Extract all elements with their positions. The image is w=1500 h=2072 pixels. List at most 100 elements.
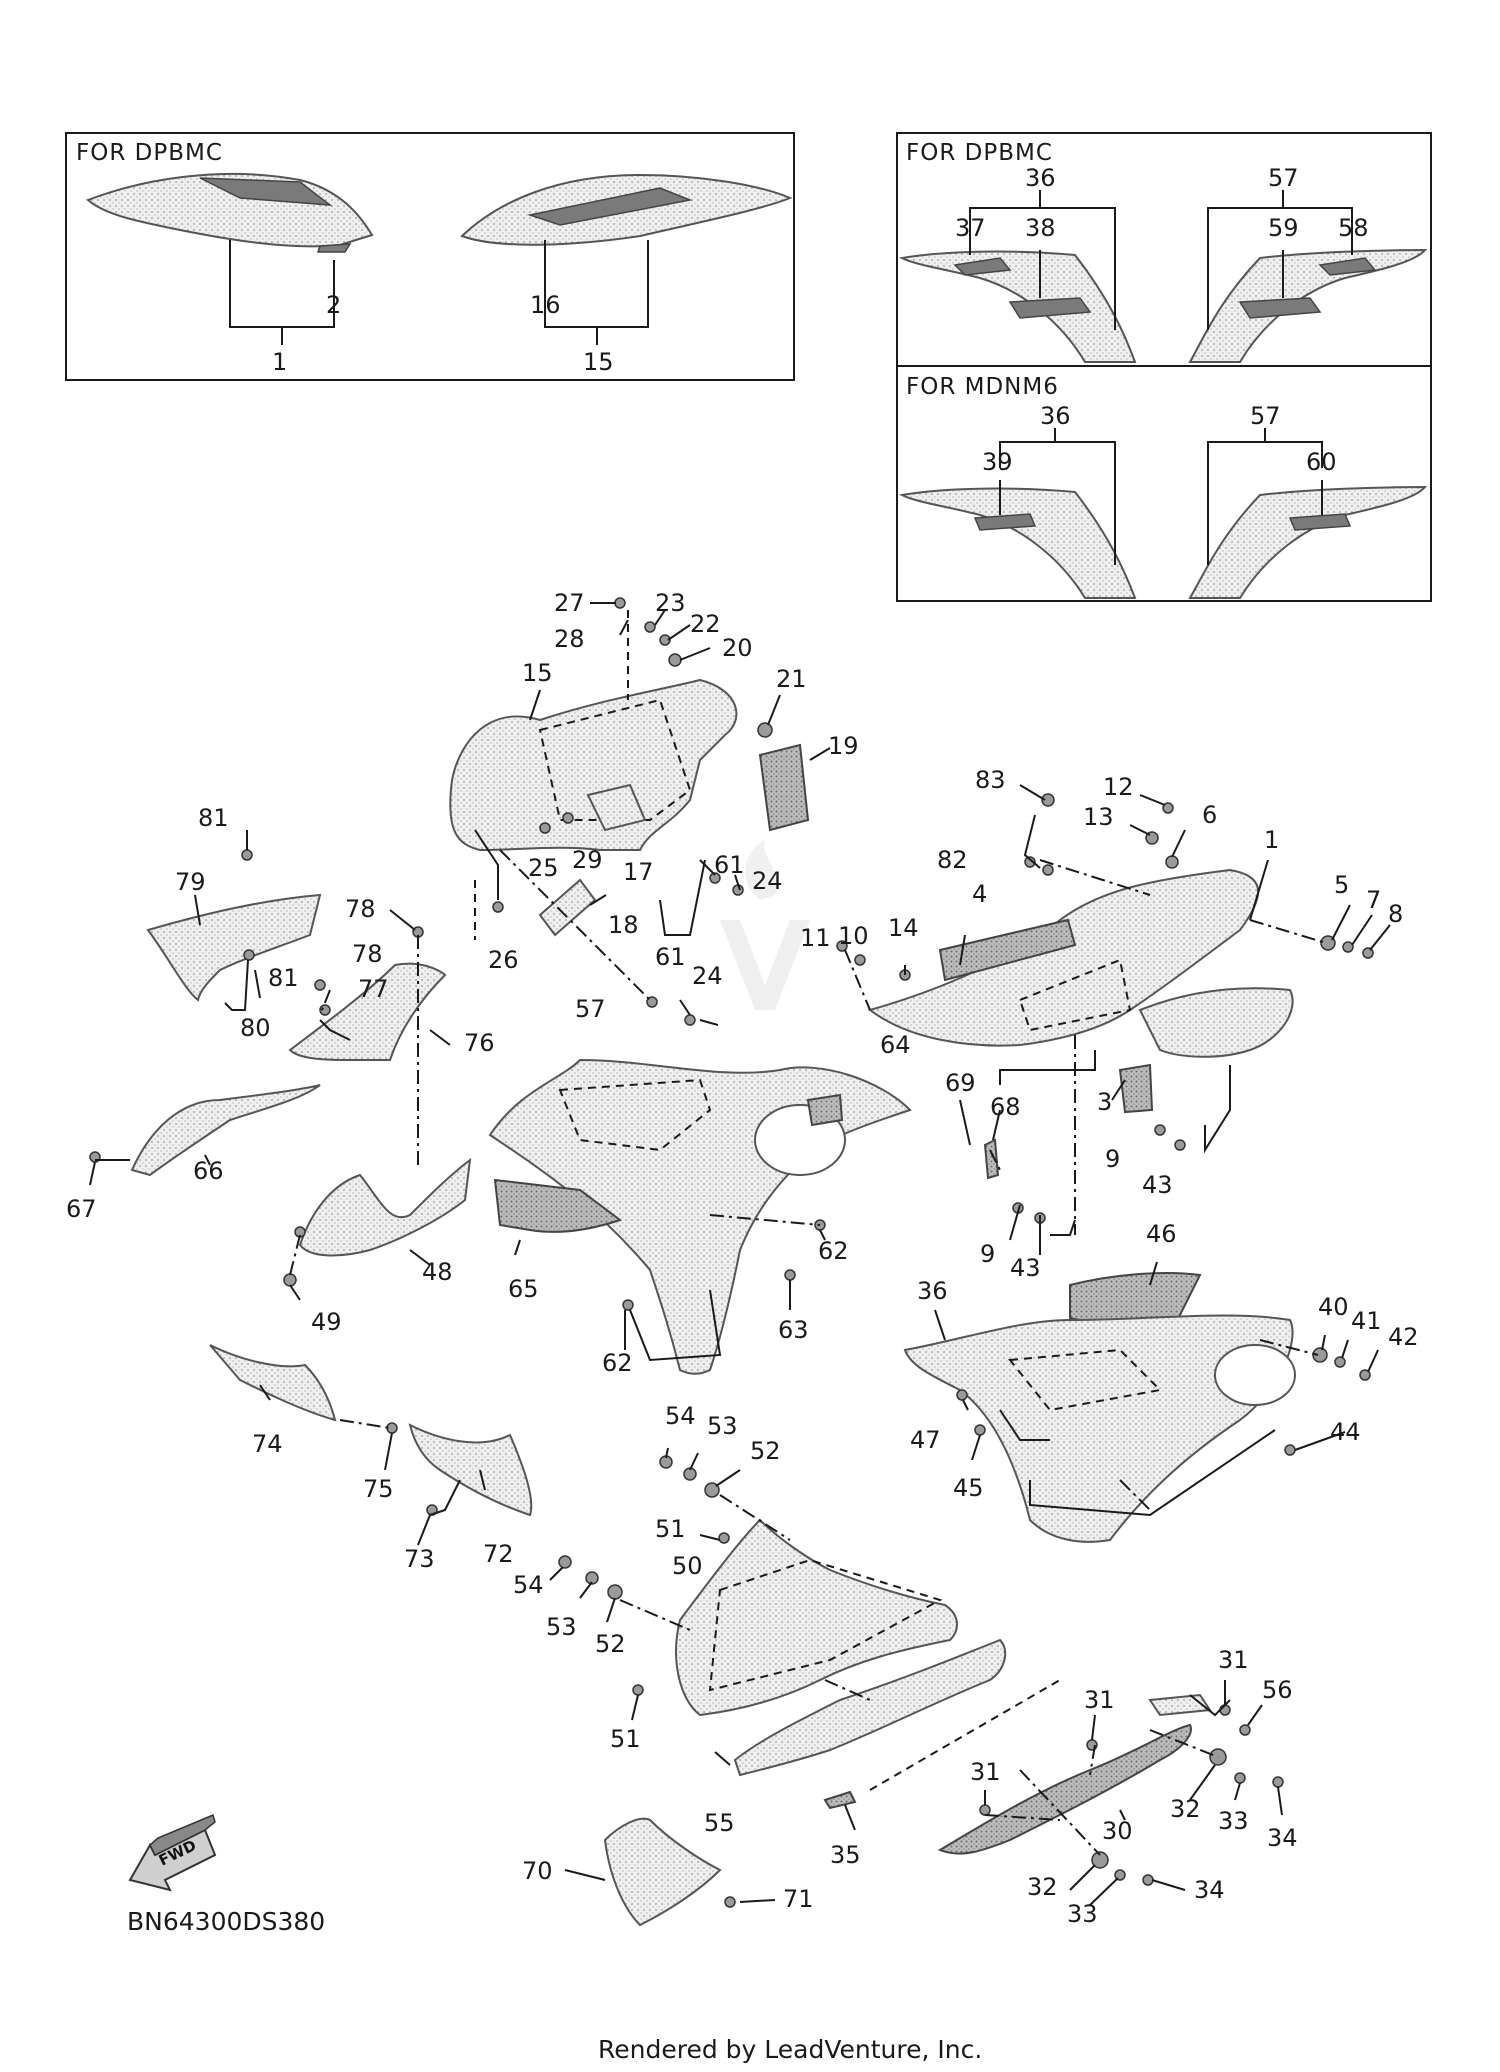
callout-label: 60 bbox=[1306, 448, 1337, 476]
inset-right-bottom-header: FOR MDNM6 bbox=[906, 374, 1059, 400]
part-79-duct bbox=[146, 893, 322, 1002]
fwd-arrow-icon: FWD bbox=[128, 1813, 217, 1892]
inset-right-top-header: FOR DPBMC bbox=[906, 140, 1053, 166]
callout-label: 26 bbox=[488, 946, 519, 974]
callout-label: 41 bbox=[1351, 1307, 1382, 1335]
callout-label: 21 bbox=[776, 665, 807, 693]
inset-right-bottom-left-panel-36 bbox=[898, 487, 1137, 599]
callout-label: 49 bbox=[311, 1308, 342, 1336]
callout-label: 24 bbox=[692, 962, 723, 990]
callout-label: 74 bbox=[252, 1430, 283, 1458]
callout-label: 33 bbox=[1067, 1900, 1098, 1928]
callout-label: 53 bbox=[707, 1412, 738, 1440]
inset-left-graphic-tab bbox=[316, 243, 352, 253]
callout-labels: 27 23 22 28 20 21 15 19 81 83 12 13 6 1 … bbox=[66, 589, 1419, 1928]
callout-label: 62 bbox=[818, 1237, 849, 1265]
callout-label: 58 bbox=[1338, 214, 1369, 242]
callout-label: 8 bbox=[1388, 900, 1403, 928]
callout-label: 80 bbox=[240, 1014, 271, 1042]
callout-label: 40 bbox=[1318, 1293, 1349, 1321]
callout-label: 23 bbox=[655, 589, 686, 617]
callout-label: 42 bbox=[1388, 1323, 1419, 1351]
callout-label: 11 bbox=[800, 924, 831, 952]
callout-label: 48 bbox=[422, 1258, 453, 1286]
callout-label: 22 bbox=[690, 610, 721, 638]
callout-label: 57 bbox=[1250, 402, 1281, 430]
callout-label: 82 bbox=[937, 846, 968, 874]
callout-label: 1 bbox=[272, 348, 287, 376]
part-70-chin-spoiler bbox=[603, 1817, 722, 1927]
credit-line: Rendered by LeadVenture, Inc. bbox=[598, 2035, 982, 2064]
callout-label: 63 bbox=[778, 1316, 809, 1344]
callout-label: 17 bbox=[623, 858, 654, 886]
callout-label: 24 bbox=[752, 867, 783, 895]
callout-label: 31 bbox=[1218, 1646, 1249, 1674]
callout-label: 12 bbox=[1103, 773, 1134, 801]
callout-label: 72 bbox=[483, 1540, 514, 1568]
callout-label: 9 bbox=[980, 1240, 995, 1268]
callout-label: 5 bbox=[1334, 871, 1349, 899]
callout-label: 36 bbox=[1025, 164, 1056, 192]
part-64-pad bbox=[806, 1093, 844, 1127]
callout-label: 6 bbox=[1202, 801, 1217, 829]
inset-left-graphic-16 bbox=[527, 187, 693, 226]
callout-label: 4 bbox=[972, 880, 987, 908]
callout-label: 30 bbox=[1102, 1817, 1133, 1845]
callout-label: 57 bbox=[575, 995, 606, 1023]
callout-label: 77 bbox=[358, 975, 389, 1003]
callout-label: 52 bbox=[595, 1630, 626, 1658]
callout-label: 50 bbox=[672, 1552, 703, 1580]
part-4-trim-strip bbox=[938, 918, 1077, 982]
callout-label: 56 bbox=[1262, 1676, 1293, 1704]
callout-label: 9 bbox=[1105, 1145, 1120, 1173]
callout-label: 38 bbox=[1025, 214, 1056, 242]
callout-label: 68 bbox=[990, 1093, 1021, 1121]
callout-label: 31 bbox=[970, 1758, 1001, 1786]
callout-label: 43 bbox=[1142, 1171, 1173, 1199]
callout-label: 76 bbox=[464, 1029, 495, 1057]
part-30-belly-pan bbox=[937, 1723, 1192, 1855]
part-48-bracket bbox=[298, 1157, 472, 1257]
part-15-upper-cowl-left bbox=[449, 678, 738, 852]
part-18-pad bbox=[538, 878, 597, 937]
callout-label: 57 bbox=[1268, 164, 1299, 192]
callout-label: 46 bbox=[1146, 1220, 1177, 1248]
callout-label: 36 bbox=[917, 1277, 948, 1305]
diagram-code: BN64300DS380 bbox=[127, 1907, 325, 1936]
callout-label: 70 bbox=[522, 1857, 553, 1885]
inset-right-top-graphic-38 bbox=[1008, 297, 1092, 319]
callout-label: 36 bbox=[1040, 402, 1071, 430]
callout-label: 33 bbox=[1218, 1807, 1249, 1835]
callout-label: 71 bbox=[783, 1885, 814, 1913]
inset-right-top-graphic-58 bbox=[1318, 257, 1377, 276]
callout-label: 29 bbox=[572, 846, 603, 874]
callout-label: 35 bbox=[830, 1841, 861, 1869]
callout-label: 55 bbox=[704, 1809, 735, 1837]
callout-label: 69 bbox=[945, 1069, 976, 1097]
inset-left-frame bbox=[65, 132, 795, 381]
callout-label: 32 bbox=[1170, 1795, 1201, 1823]
callout-label: 7 bbox=[1366, 886, 1381, 914]
callout-label: 47 bbox=[910, 1426, 941, 1454]
part-55-undercover bbox=[733, 1638, 1007, 1777]
callout-label: 2 bbox=[326, 291, 341, 319]
part-36-side-cowl-right bbox=[903, 1314, 1294, 1543]
inset-right-top-graphic-59 bbox=[1238, 297, 1322, 319]
callout-label: 28 bbox=[554, 625, 585, 653]
inset-left-dpbmc: FOR DPBMC 1 2 15 16 bbox=[65, 132, 795, 381]
part-1-inner-flap bbox=[1138, 987, 1294, 1058]
inset-right-bottom-graphic-60 bbox=[1288, 513, 1352, 531]
callout-label: 43 bbox=[1010, 1254, 1041, 1282]
callout-label: 45 bbox=[953, 1474, 984, 1502]
part-68-clip bbox=[983, 1138, 1000, 1180]
inset-right-top-frame bbox=[896, 132, 1432, 367]
callout-label: 1 bbox=[1264, 826, 1279, 854]
callout-label: 13 bbox=[1083, 803, 1114, 831]
watermark-logo bbox=[720, 840, 810, 1010]
inset-right-bottom-mdnm6: FOR MDNM6 36 39 57 60 bbox=[896, 365, 1432, 602]
callout-label: 15 bbox=[583, 348, 614, 376]
callout-label: 32 bbox=[1027, 1873, 1058, 1901]
callout-label: 81 bbox=[198, 804, 229, 832]
inset-right-top-dpbmc: FOR DPBMC 36 37 38 57 59 58 bbox=[896, 132, 1432, 367]
